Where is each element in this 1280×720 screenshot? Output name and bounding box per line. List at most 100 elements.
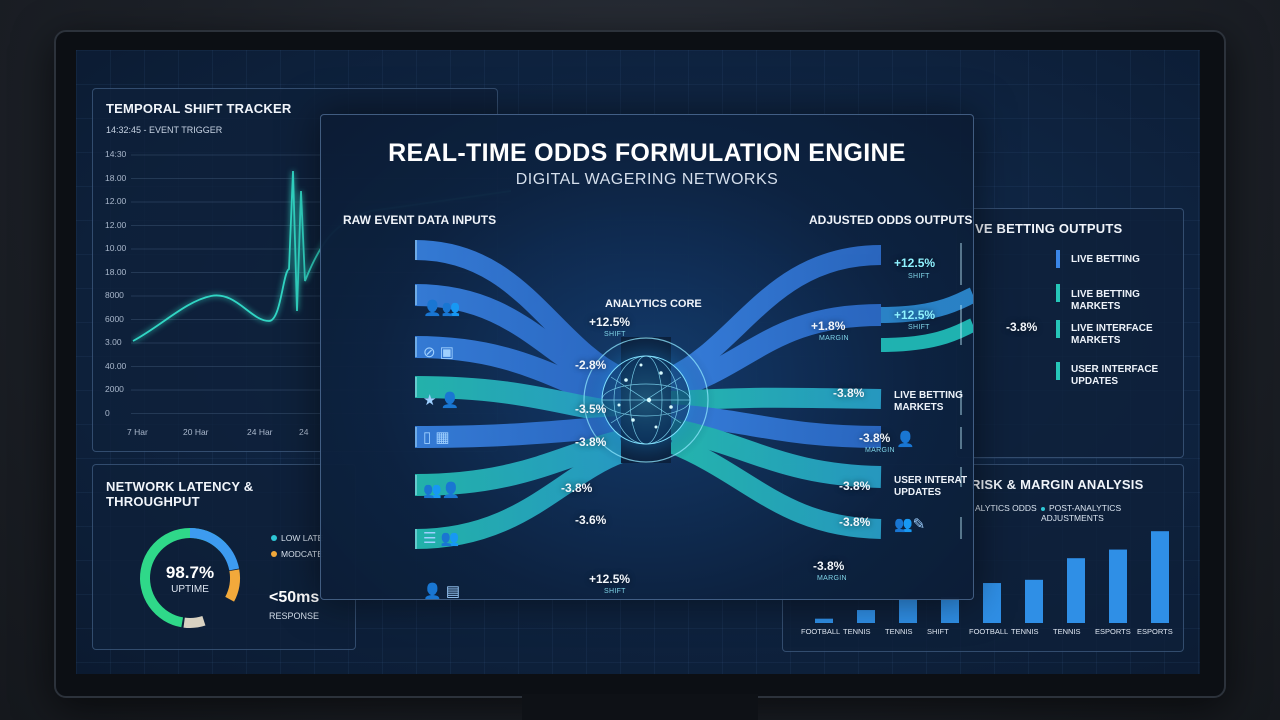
risk-category-label: TENNIS	[1053, 627, 1081, 636]
uptime-value: 98.7%	[165, 563, 215, 582]
risk-title: RISK & MARGIN ANALYSIS	[971, 477, 1144, 492]
live-output-bar-1	[1056, 250, 1060, 268]
flow-diagram	[414, 240, 973, 549]
temporal-subtitle: 14:32:45 - EVENT TRIGGER	[106, 125, 223, 135]
odds-engine-panel: REAL-TIME ODDS FORMULATION ENGINE DIGITA…	[320, 114, 974, 600]
risk-category-label: TENNIS	[885, 627, 913, 636]
single-user-icon: 👤	[896, 431, 915, 448]
user-group-icon: 👤👥	[423, 300, 461, 317]
output-live-interface: LIVE INTERFACE	[1071, 323, 1153, 334]
temporal-y-label: 18.00	[105, 172, 127, 183]
risk-legend-analytics: ALYTICS ODDS	[975, 503, 1037, 513]
main-title: REAL-TIME ODDS FORMULATION ENGINE	[388, 139, 906, 167]
risk-category-label: FOOTBALL	[969, 627, 1009, 636]
risk-category-label: FOOTBALL	[801, 627, 841, 636]
output-markets: MARKETS	[1071, 335, 1121, 346]
side-label-live-betting: LIVE BETTING	[894, 390, 963, 401]
temporal-y-label: 0	[105, 407, 110, 418]
risk-bar	[1025, 579, 1043, 623]
star-user-icon: ★ 👤	[423, 392, 460, 409]
risk-bar	[941, 597, 959, 623]
legend-moderate: MODCATE	[271, 549, 323, 559]
temporal-y-label: 18.00	[105, 266, 127, 277]
left-flow-5-value: -3.8%	[561, 481, 593, 495]
risk-bar	[857, 610, 875, 623]
temporal-x-label: 7 Har	[127, 427, 148, 437]
response-value: <50ms	[269, 589, 320, 606]
monitor-stand	[522, 694, 758, 720]
temporal-y-label: 8000	[105, 290, 124, 300]
radar-image-icon: ⊘ ▣	[423, 344, 454, 361]
risk-category-label: ESPORTS	[1137, 627, 1173, 636]
risk-bar-chart	[815, 531, 1169, 623]
temporal-y-label: 12.00	[105, 219, 127, 230]
live-output-bar-4	[1056, 362, 1060, 380]
temporal-y-label: 2000	[105, 384, 124, 394]
main-subtitle: DIGITAL WAGERING NETWORKS	[515, 171, 779, 188]
output-live-betting-markets: LIVE BETTING MARKETS	[1071, 289, 1140, 312]
risk-category-label: SHIFT	[927, 627, 949, 636]
temporal-y-label: 6000	[105, 313, 124, 324]
uptime-label: UPTIME	[171, 584, 209, 595]
live-outputs-flow-value: -3.8%	[1006, 320, 1038, 334]
latency-title-line2: THROUGHPUT	[106, 494, 200, 509]
left-flow-6-value: -3.6%	[575, 513, 607, 527]
output-shift-2-value: +12.5%	[894, 308, 936, 322]
risk-bar	[899, 599, 917, 623]
temporal-y-label: 40.00	[105, 360, 127, 371]
user-edit-icon: 👥✎	[894, 516, 926, 533]
right-flow-6-sub: MARGIN	[817, 575, 847, 582]
dashboard-screen: TEMPORAL SHIFT TRACKER 14:32:45 - EVENT …	[76, 50, 1200, 674]
temporal-y-label: 14:30	[105, 149, 127, 159]
right-flow-4-value: -3.8%	[839, 479, 871, 493]
live-outputs-panel: VE BETTING OUTPUTS LIVE BETTING LIVE BET…	[956, 208, 1184, 458]
latency-panel: NETWORK LATENCY & THROUGHPUT 98.7% UPTIM…	[92, 464, 356, 650]
temporal-y-label: 3.00	[105, 337, 122, 347]
risk-bar	[983, 583, 1001, 623]
risk-legend-post: POST-ANALYTICS ADJUSTMENTS	[1041, 503, 1122, 523]
left-flow-7-value: +12.5%	[589, 572, 631, 586]
risk-bar	[1067, 558, 1085, 623]
right-flow-1-value: +1.8%	[811, 319, 846, 333]
left-flow-2-value: -2.8%	[575, 358, 607, 372]
output-user-interface: USER INTERFACE	[1071, 364, 1159, 375]
side-label-user-interat: USER INTERAT	[894, 475, 968, 486]
risk-category-label: TENNIS	[843, 627, 871, 636]
outputs-title: ADJUSTED ODDS OUTPUTS	[809, 213, 973, 227]
user-box-icon: 👤 ▤	[423, 583, 461, 600]
inputs-title: RAW EVENT DATA INPUTS	[343, 213, 497, 227]
output-shift-1-sub: SHIFT	[908, 273, 930, 280]
temporal-x-label: 24 Har	[247, 427, 273, 437]
left-flow-1-value: +12.5%	[589, 315, 631, 329]
left-flow-3-value: -3.5%	[575, 402, 607, 416]
tablet-grid-icon: ▯ ▦	[423, 429, 450, 446]
uptime-donut	[140, 528, 240, 628]
side-label-updates: UPDATES	[894, 487, 942, 498]
left-flow-1-sub: SHIFT	[604, 331, 626, 338]
temporal-title: TEMPORAL SHIFT TRACKER	[106, 101, 292, 116]
right-flow-3-value: -3.8%	[859, 431, 891, 445]
temporal-y-label: 12.00	[105, 196, 127, 206]
output-live-betting: LIVE BETTING	[1071, 254, 1140, 265]
left-flow-7-sub: SHIFT	[604, 588, 626, 595]
output-shift-1-value: +12.5%	[894, 256, 936, 270]
temporal-x-label: 24	[299, 427, 309, 437]
legend-low-latency: LOW LATE	[271, 533, 323, 543]
right-flow-5-value: -3.8%	[839, 515, 871, 529]
live-output-bar-3	[1056, 320, 1060, 338]
output-updates: UPDATES	[1071, 376, 1119, 387]
risk-category-label: TENNIS	[1011, 627, 1039, 636]
side-label-markets: MARKETS	[894, 402, 944, 413]
right-flow-1-sub: MARGIN	[819, 335, 849, 342]
output-shift-2-sub: SHIFT	[908, 324, 930, 331]
response-label: RESPONSE	[269, 611, 320, 621]
temporal-x-label: 20 Har	[183, 427, 209, 437]
live-outputs-title: VE BETTING OUTPUTS	[975, 221, 1123, 236]
risk-bar	[1151, 531, 1169, 623]
left-flow-4-value: -3.8%	[575, 435, 607, 449]
analytics-core-label: ANALYTICS CORE	[605, 298, 702, 310]
users-icon: 👥👤	[423, 482, 461, 499]
right-flow-2-value: -3.8%	[833, 386, 865, 400]
risk-bar	[1109, 549, 1127, 623]
